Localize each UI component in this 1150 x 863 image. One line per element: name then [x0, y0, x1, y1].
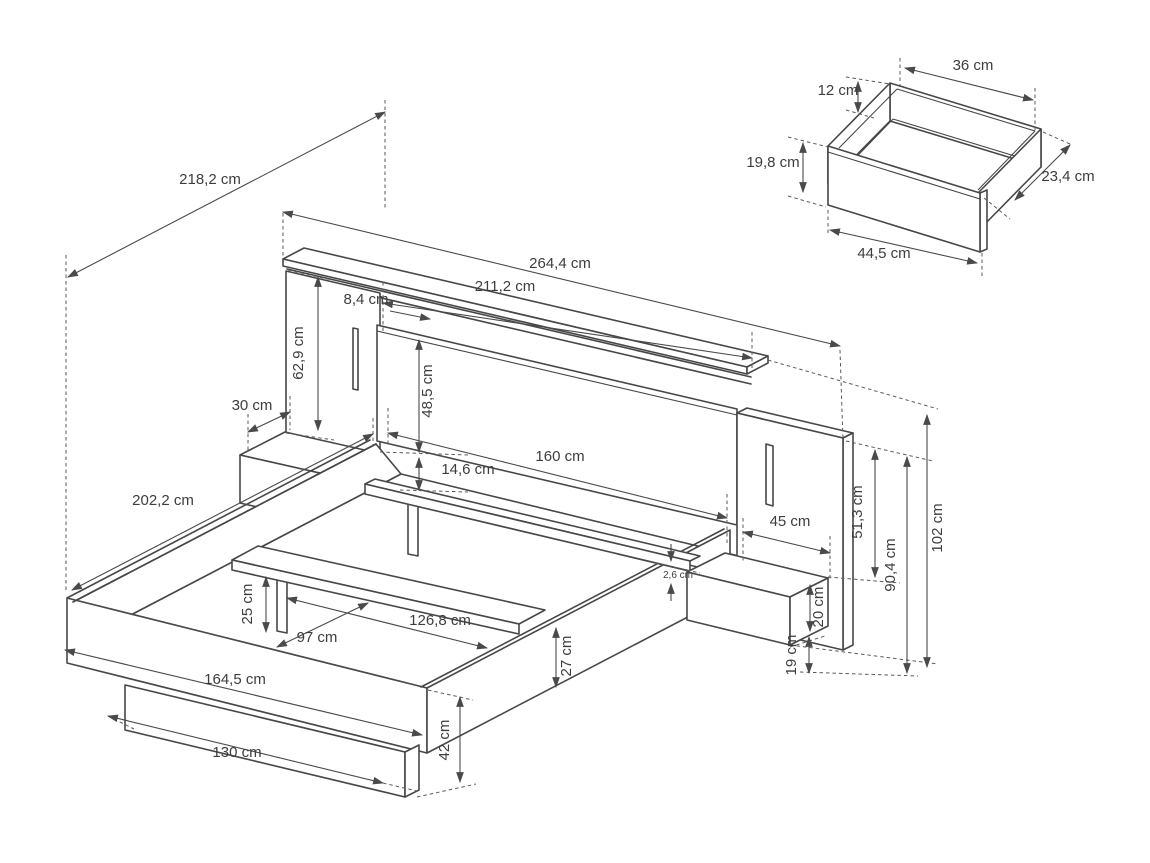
dimension-labels: 218,2 cm 264,4 cm 211,2 cm 8,4 cm 62,9 c… — [132, 171, 946, 761]
dim-label-overall-depth: 218,2 cm — [179, 171, 241, 188]
dim-label-mattress-width: 160 cm — [535, 448, 584, 465]
dim-label-drawer-front-width: 44,5 cm — [857, 245, 910, 262]
dim-label-inner-width: 126,8 cm — [409, 612, 471, 629]
dim-label-shelf-to-nightstand: 51,3 cm — [849, 485, 866, 538]
dim-label-drawer-box-height: 12 cm — [818, 82, 859, 99]
drawer-dimension-lines — [799, 66, 1071, 265]
drawer-box — [827, 82, 1042, 253]
dim-label-headboard-total-width: 264,4 cm — [529, 255, 591, 272]
dim-label-foot-height: 42 cm — [436, 720, 453, 761]
dim-label-panel-shelf-gap: 14,6 cm — [441, 461, 494, 478]
dim-label-headboard-panel-width: 211,2 cm — [475, 278, 536, 295]
nightstand-right — [686, 552, 829, 646]
dim-label-nightstand-width: 45 cm — [770, 513, 811, 530]
drawer-dimension-labels: 36 cm 12 cm 19,8 cm 23,4 cm 44,5 cm — [746, 57, 1094, 262]
dimension-lines — [63, 111, 931, 785]
dim-label-drawer-front-height: 19,8 cm — [746, 154, 799, 171]
dim-label-inner-diagonal: 97 cm — [297, 629, 338, 646]
dim-label-panel-to-floor: 90,4 cm — [882, 538, 899, 591]
dim-label-bed-length: 202,2 cm — [132, 492, 194, 509]
dim-label-panel-offset: 8,4 cm — [343, 291, 388, 308]
dim-label-rail-lip: 2,6 cm — [663, 570, 693, 581]
dim-label-plinth-width: 130 cm — [212, 744, 261, 761]
dim-label-nightstand-clearance: 19 cm — [783, 635, 800, 676]
dim-label-bench-height: 25 cm — [239, 584, 256, 625]
drawer-detail-view: 36 cm 12 cm 19,8 cm 23,4 cm 44,5 cm — [746, 57, 1095, 278]
led-slot-right — [765, 443, 774, 507]
dim-label-headboard-height: 102 cm — [929, 503, 946, 552]
led-slot-left — [352, 327, 359, 391]
dim-label-nightstand-height: 20 cm — [810, 587, 827, 628]
dim-label-nightstand-depth: 30 cm — [232, 397, 273, 414]
dim-label-drawer-top-width: 36 cm — [953, 57, 994, 74]
dim-label-drawer-depth: 23,4 cm — [1041, 168, 1094, 185]
dim-label-side-panel-drop: 62,9 cm — [290, 326, 307, 379]
drawer-extension-lines — [787, 58, 1071, 278]
dim-label-footboard-width: 164,5 cm — [204, 671, 266, 688]
dim-label-panel-height: 48,5 cm — [419, 364, 436, 417]
dim-label-rail-height: 27 cm — [558, 636, 575, 677]
